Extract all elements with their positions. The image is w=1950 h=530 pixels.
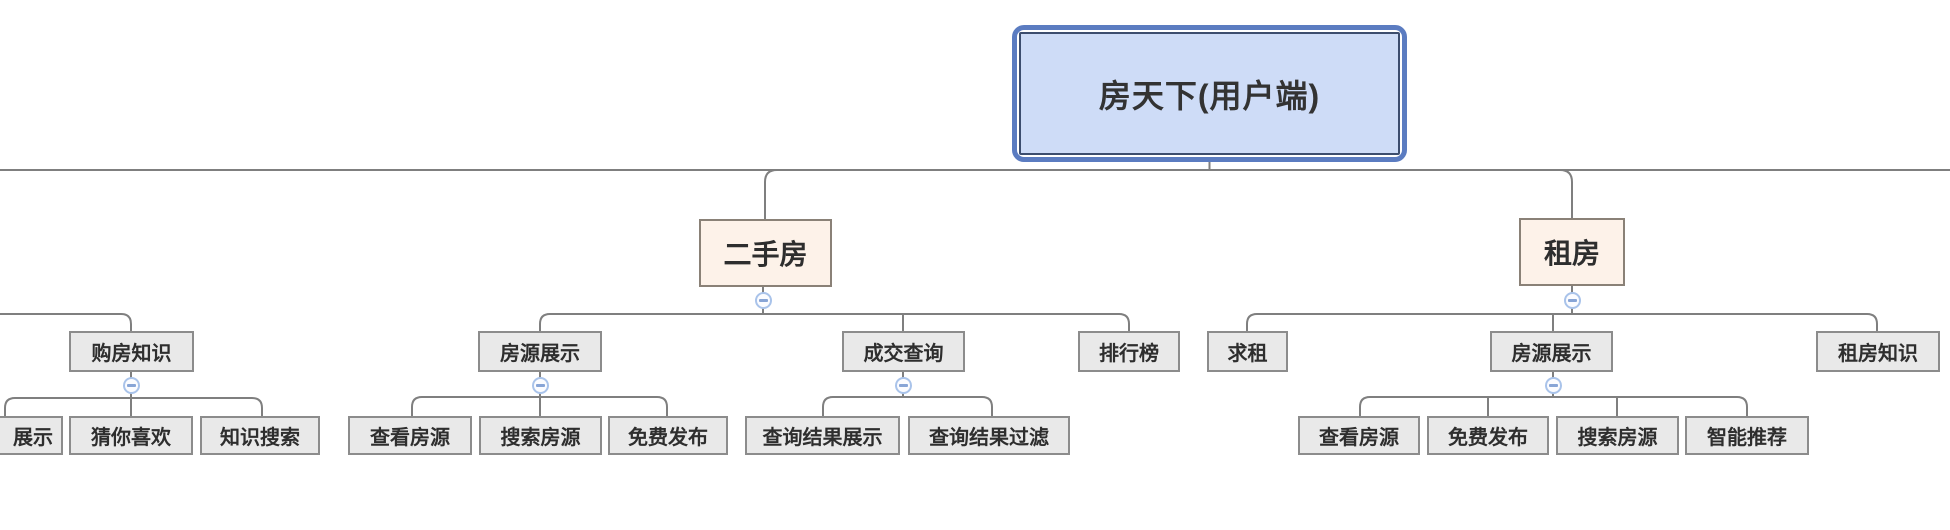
minus-icon [536,384,545,387]
collapse-icon-fangyuan-zhanshi-zf[interactable] [1545,377,1562,394]
node-zufang-zhishi[interactable]: 租房知识 [1816,331,1940,372]
collapse-icon-chengjiao-chaxun[interactable] [895,377,912,394]
minus-icon [127,384,136,387]
collapse-icon-zufang[interactable] [1564,292,1581,309]
node-qiuzu[interactable]: 求租 [1207,331,1288,372]
collapse-icon-fangyuan-zhanshi-esf[interactable] [532,377,549,394]
node-chakan-fangyuan-esf[interactable]: 查看房源 [348,416,472,455]
collapse-icon-ershoufang[interactable] [755,292,772,309]
minus-icon [759,299,768,302]
node-sousuo-fangyuan-zf[interactable]: 搜索房源 [1556,416,1679,455]
minus-icon [1568,299,1577,302]
node-goufang-zhishi[interactable]: 购房知识 [69,331,194,372]
node-chaxun-jieguo-guolv[interactable]: 查询结果过滤 [908,416,1070,455]
minus-icon [899,384,908,387]
node-mianfei-fabu-esf[interactable]: 免费发布 [608,416,728,455]
node-fangyuan-zhanshi-zf[interactable]: 房源展示 [1490,331,1613,372]
node-paihangbang[interactable]: 排行榜 [1078,331,1180,372]
node-fangyuan-zhanshi-esf[interactable]: 房源展示 [478,331,602,372]
node-root[interactable]: 房天下(用户端) [1012,25,1407,162]
node-zhishi-sousuo[interactable]: 知识搜索 [200,416,320,455]
node-chengjiao-chaxun[interactable]: 成交查询 [842,331,965,372]
node-mianfei-fabu-zf[interactable]: 免费发布 [1427,416,1549,455]
node-ershoufang[interactable]: 二手房 [699,219,832,287]
node-sousuo-fangyuan-esf[interactable]: 搜索房源 [479,416,602,455]
node-chaxun-jieguo-zhanshi[interactable]: 查询结果展示 [745,416,900,455]
collapse-icon-goufang-zhishi[interactable] [123,377,140,394]
node-zufang[interactable]: 租房 [1519,218,1625,286]
node-zhineng-tuijian[interactable]: 智能推荐 [1685,416,1809,455]
node-chakan-fangyuan-zf[interactable]: 查看房源 [1298,416,1420,455]
node-cainixihuan[interactable]: 猜你喜欢 [69,416,193,455]
node-root-label: 房天下(用户端) [1019,32,1400,155]
minus-icon [1549,384,1558,387]
node-zhanshi-partial[interactable]: 展示 [0,416,63,455]
